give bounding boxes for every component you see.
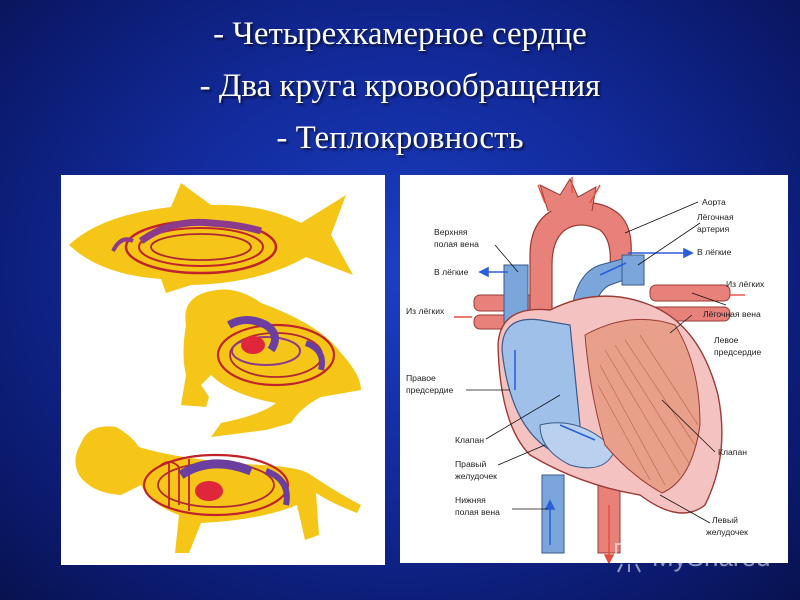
label-from-lungs-right: Из лёгких [726, 279, 765, 289]
label-right-atrium-line2: предсердие [406, 385, 454, 395]
slide-title: - Четырехкамерное сердце - Два круга кро… [0, 8, 800, 164]
label-right-atrium-line1: Правое [406, 373, 436, 383]
label-right-ventricle-line1: Правый [455, 459, 486, 469]
label-inferior-vena-cava-line2: полая вена [455, 507, 500, 517]
label-valve-left: Клапан [455, 435, 484, 445]
title-line-1: - Четырехкамерное сердце [213, 16, 587, 52]
label-left-ventricle-line2: желудочек [706, 527, 748, 537]
heart-diagram: Аорта Лёгочная артерия В лёгкие Верхняя … [406, 177, 765, 563]
label-to-lungs-left: В лёгкие [434, 267, 469, 277]
label-valve-right: Клапан [718, 447, 747, 457]
label-superior-vena-cava-line1: Верхняя [434, 227, 468, 237]
title-line-2: - Два круга кровообращения [199, 68, 601, 104]
label-aorta: Аорта [702, 197, 726, 207]
dog-illustration [75, 426, 361, 553]
watermark: MyShared [612, 538, 792, 578]
label-left-atrium-line2: предсердие [714, 347, 762, 357]
animals-illustration-panel [61, 175, 385, 565]
frog-illustration [181, 289, 361, 437]
label-left-atrium-line1: Левое [714, 335, 739, 345]
label-to-lungs-right: В лёгкие [697, 247, 732, 257]
fish-illustration [69, 183, 353, 293]
label-pulmonary-artery-line1: Лёгочная [697, 212, 734, 222]
watermark-text: MyShared [652, 542, 771, 572]
title-line-3: - Теплокровность [276, 120, 524, 156]
label-right-ventricle-line2: желудочек [455, 471, 497, 481]
label-inferior-vena-cava-line1: Нижняя [455, 495, 486, 505]
label-superior-vena-cava-line2: полая вена [434, 239, 479, 249]
heart-diagram-panel: Аорта Лёгочная артерия В лёгкие Верхняя … [400, 175, 788, 563]
presentation-icon [615, 543, 643, 573]
label-left-ventricle-line1: Левый [712, 515, 738, 525]
label-pulmonary-artery-line2: артерия [697, 224, 730, 234]
animals-illustration [69, 183, 361, 553]
label-pulmonary-vein: Лёгочная вена [703, 309, 761, 319]
label-from-lungs-left: Из лёгких [406, 306, 445, 316]
